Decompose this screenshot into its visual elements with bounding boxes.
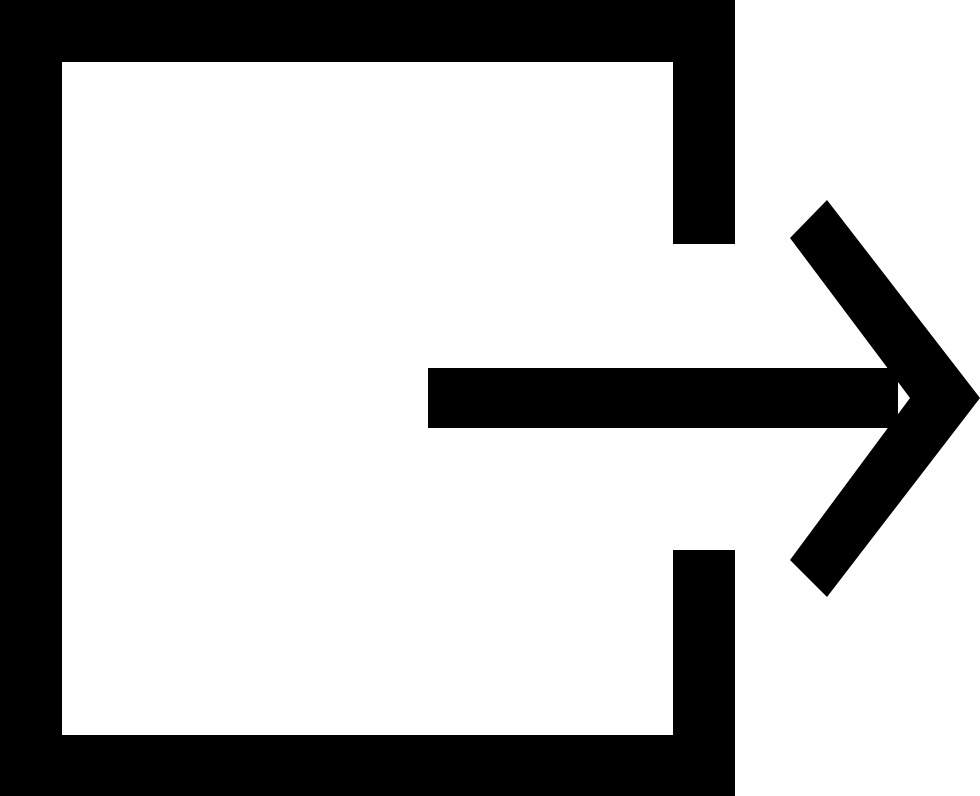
arrow-head	[790, 200, 980, 597]
arrow-shaft	[428, 368, 898, 428]
